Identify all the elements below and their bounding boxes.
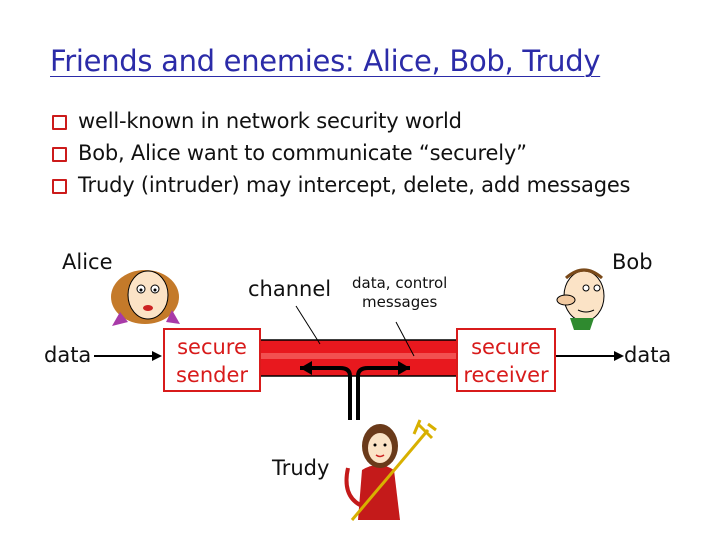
- data-control-label: data, control messages: [352, 274, 447, 312]
- trudy-label: Trudy: [272, 456, 330, 480]
- secure-sender-line1: secure: [177, 335, 247, 359]
- data-out-label: data: [624, 343, 672, 367]
- trudy-icon: [344, 419, 437, 521]
- bullet-item: well-known in network security world: [50, 105, 630, 137]
- bullet-list: well-known in network security world Bob…: [50, 105, 630, 201]
- data-control-pointer-line: [395, 321, 415, 357]
- channel-highlight: [255, 353, 465, 359]
- bullet-text: Bob, Alice want to communicate “securely…: [78, 141, 527, 165]
- secure-receiver-box: secure receiver: [456, 328, 556, 392]
- secure-receiver-line1: secure: [471, 335, 541, 359]
- bullet-square-icon: [52, 179, 67, 194]
- secure-sender-line2: sender: [175, 363, 249, 387]
- data-control-line1: data, control: [352, 274, 448, 292]
- bob-label: Bob: [612, 250, 653, 274]
- bullet-text: Trudy (intruder) may intercept, delete, …: [78, 173, 631, 197]
- intercept-arrows: [300, 361, 410, 420]
- bullet-item: Trudy (intruder) may intercept, delete, …: [50, 169, 630, 201]
- secure-receiver-line2: receiver: [463, 363, 549, 387]
- bob-icon: [556, 268, 605, 330]
- slide-title: Friends and enemies: Alice, Bob, Trudy: [50, 44, 601, 78]
- alice-label: Alice: [62, 250, 113, 274]
- bullet-square-icon: [52, 115, 67, 130]
- bullet-item: Bob, Alice want to communicate “securely…: [50, 137, 630, 169]
- bullet-text: well-known in network security world: [78, 109, 462, 133]
- secure-sender-box: secure sender: [163, 328, 261, 392]
- bullet-square-icon: [52, 147, 67, 162]
- channel-label: channel: [248, 277, 332, 301]
- data-in-label: data: [44, 343, 92, 367]
- channel-pointer-line: [295, 305, 321, 345]
- data-control-line2: messages: [362, 293, 438, 311]
- alice-icon: [111, 270, 180, 326]
